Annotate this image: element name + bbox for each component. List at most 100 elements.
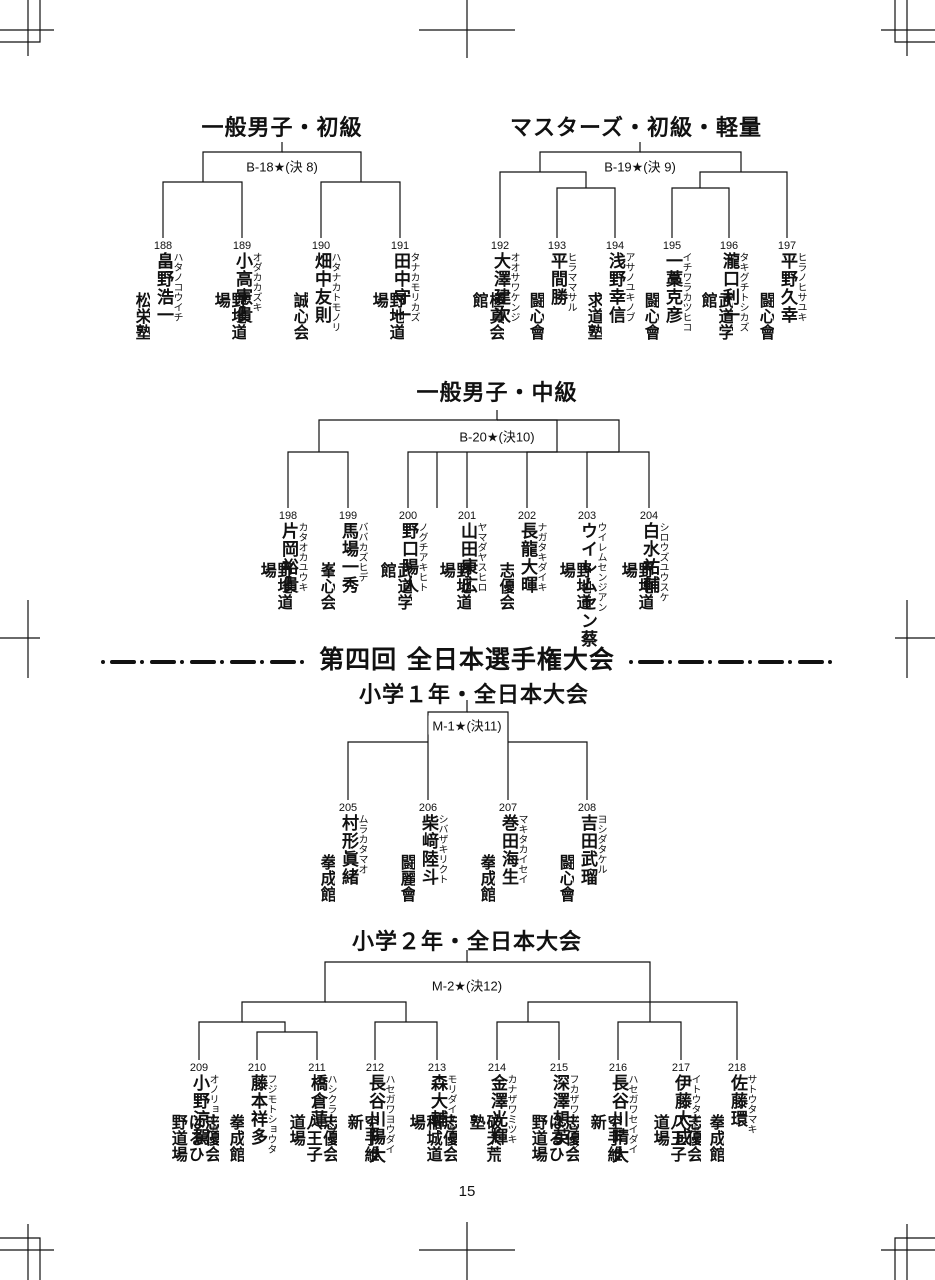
player-name: 平間勝 [547, 252, 567, 306]
player-number: 196 [719, 240, 739, 252]
player-name: 田中守一 [390, 252, 410, 324]
player-dojo: 峯心会 [318, 562, 335, 610]
player-name: ウイレムセン蔡 [577, 522, 597, 648]
player-number: 189 [232, 240, 252, 252]
player-dojo: 武道学館 [699, 292, 733, 340]
player-dojo: 破天荒塾 [467, 1114, 501, 1162]
player-name: 村形眞緒 [338, 814, 358, 886]
player-kana: ムラカタマオ [356, 814, 367, 874]
player-dojo: 志優会八王子道場 [287, 1114, 338, 1162]
page-number: 15 [458, 1183, 476, 1200]
code-b18: B-18★(決 8) [242, 156, 322, 176]
player-number: 192 [490, 240, 510, 252]
player-number: 210 [247, 1062, 267, 1074]
player-kana: マキタカイセイ [516, 814, 527, 884]
player-number: 208 [577, 802, 597, 814]
player-name: 巻田海生 [498, 814, 518, 886]
player-name: 野口陽人 [398, 522, 418, 594]
player-number: 191 [390, 240, 410, 252]
title-masters-beginner-light: マスターズ・初級・軽量 [510, 116, 762, 141]
player-kana: ヒラノヒサユキ [795, 252, 806, 322]
player-kana: アサノユキノブ [623, 252, 634, 322]
code-m1: M-1★(決11) [428, 715, 506, 735]
player-name: 長谷川晴大 [608, 1074, 628, 1164]
player-number: 215 [549, 1062, 569, 1074]
player-kana: ハタナカトモノリ [329, 252, 340, 332]
player-kana: サトウタマキ [745, 1074, 756, 1134]
ornament-left [100, 652, 306, 664]
title-general-beginner: 一般男子・初級 [201, 116, 363, 141]
player-dojo: 拳成館 [478, 854, 495, 902]
player-number: 213 [427, 1062, 447, 1074]
player-kana: イトウタイセイ [689, 1074, 700, 1144]
player-kana: ハタノコウイチ [171, 252, 182, 322]
ornament-right [628, 652, 834, 664]
player-kana: モリダイスケ [445, 1074, 456, 1134]
code-b20: B-20★(決10) [455, 426, 539, 446]
player-dojo: 志優会稲城道場 [407, 1114, 458, 1162]
player-number: 197 [777, 240, 797, 252]
player-kana: シバザキリクト [436, 814, 447, 884]
player-name: 平野久幸 [777, 252, 797, 324]
player-kana: カタオカユウキ [296, 522, 307, 592]
player-kana: タナカモリカズ [408, 252, 419, 322]
player-kana: ハシクラレン [325, 1074, 336, 1134]
player-dojo: 拳成館 [318, 854, 335, 902]
player-kana: ヨシダタケル [595, 814, 606, 874]
title-championship: 第四回 全日本選手権大会 [319, 645, 615, 674]
player-dojo: 闘心會 [557, 854, 574, 902]
player-number: 203 [577, 510, 597, 522]
player-name: 長谷川陽大 [365, 1074, 385, 1164]
player-number: 201 [457, 510, 477, 522]
title-elementary-1: 小学１年・全日本大会 [358, 683, 590, 708]
player-kana: フジモトショウタ [265, 1074, 276, 1154]
player-kana: オノリョウガ [207, 1074, 218, 1134]
player-number: 204 [639, 510, 659, 522]
player-dojo: 野地道場 [212, 292, 246, 340]
player-name: 小高憲貴 [232, 252, 252, 324]
player-dojo: 野地道場 [619, 562, 653, 610]
player-name: 伊藤大成 [671, 1074, 691, 1146]
player-number: 216 [608, 1062, 628, 1074]
player-dojo: 求道塾 [585, 292, 602, 340]
player-name: 吉田武瑠 [577, 814, 597, 886]
player-number: 206 [418, 802, 438, 814]
player-kana: ウイレムセンジアン [595, 522, 606, 612]
player-number: 212 [365, 1062, 385, 1074]
player-name: 畑中友則 [311, 252, 331, 324]
player-kana: ハセガワヨウダイ [383, 1074, 394, 1154]
player-name: 橋倉蓮 [307, 1074, 327, 1128]
player-kana: ハセガワセイダイ [626, 1074, 637, 1154]
player-kana: シロウズユウスケ [657, 522, 668, 602]
player-dojo: 野地道場 [437, 562, 471, 610]
player-name: 深澤想英 [549, 1074, 569, 1146]
code-m2: M-2★(決12) [427, 975, 507, 995]
player-dojo: 闘麗會 [398, 854, 415, 902]
player-name: 藤本祥多 [247, 1074, 267, 1146]
player-kana: タキグチトシカズ [737, 252, 748, 332]
player-name: 白水祐輔 [639, 522, 659, 594]
player-dojo: 極真会館 [470, 292, 504, 340]
player-name: 佐藤環 [727, 1074, 747, 1128]
player-dojo: 志優会八王子道場 [651, 1114, 702, 1162]
player-number: 211 [308, 1062, 326, 1074]
player-dojo: 野地道場 [370, 292, 404, 340]
player-kana: ババカズヒデ [356, 522, 367, 582]
player-name: 大澤建次 [490, 252, 510, 324]
player-kana: ヒラママサル [565, 252, 576, 312]
player-kana: オオサワケンジ [508, 252, 519, 322]
title-elementary-2: 小学２年・全日本大会 [351, 930, 583, 955]
player-dojo: 野地道場 [557, 562, 591, 610]
player-name: 馬場一秀 [338, 522, 358, 594]
player-dojo: 誠心会 [291, 292, 308, 340]
player-name: 一藁克彦 [662, 252, 682, 324]
player-number: 207 [498, 802, 518, 814]
player-kana: ヤマダヤスヒロ [475, 522, 486, 592]
player-name: 柴﨑陸斗 [418, 814, 438, 886]
player-name: 小野涼駕 [189, 1074, 209, 1146]
player-number: 193 [547, 240, 567, 252]
player-number: 188 [153, 240, 173, 252]
player-dojo: 拳成館 [707, 1114, 724, 1162]
player-name: 浅野幸信 [605, 252, 625, 324]
player-dojo: 志優会はるひ野道場 [169, 1114, 220, 1162]
